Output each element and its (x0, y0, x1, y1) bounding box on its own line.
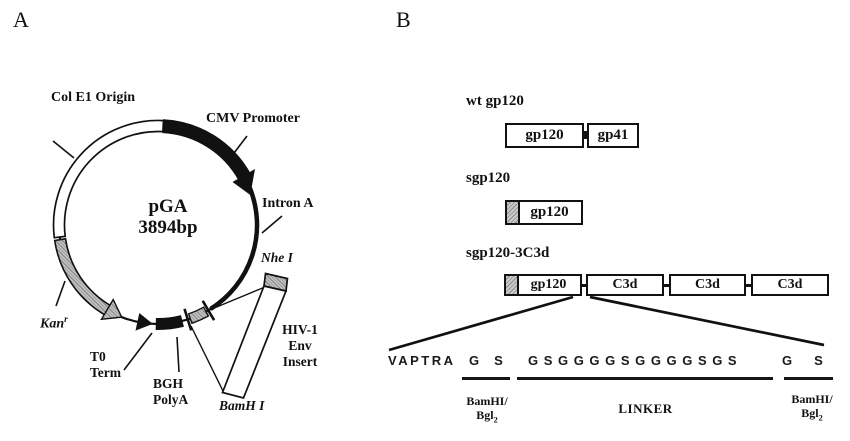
bgh-polya-segment (155, 315, 184, 331)
kan-label-base: Kan (40, 316, 65, 332)
construct-sgp120-3c3d-label: sgp120-3C3d (466, 245, 550, 261)
sgp120-box: gp120 (505, 200, 583, 225)
t0-term-label: T0 Term (90, 349, 121, 380)
bamhi-bgl2-right-label: BamHI/ Bgl2 (791, 392, 833, 423)
kan-label-sup: r (64, 315, 68, 325)
panel-b-letter: B (396, 7, 411, 32)
hiv-env-insert-label: HIV-1 Env Insert (282, 322, 318, 369)
t0-term-pointer (123, 332, 153, 371)
insert-site-segment (187, 306, 210, 325)
kan-band (53, 237, 113, 317)
linker-label: LINKER (618, 401, 673, 416)
env-insert-nhe-cap (263, 272, 289, 293)
insert-site-tick-left (183, 308, 193, 331)
box-connector (664, 283, 669, 287)
col-e1-origin-label: Col E1 Origin (51, 90, 136, 105)
signal-peptide-cap (506, 276, 519, 294)
sequence-flank-left: VAPTRA (388, 353, 456, 368)
bamhi-bgl2-left-label: BamHI/ Bgl2 (466, 394, 508, 425)
c3d-box-1: C3d (586, 274, 664, 296)
kan-arrowhead (100, 298, 123, 321)
wt-gp120-box: gp120 (505, 123, 584, 148)
plasmid-title: pGA 3894bp (108, 196, 228, 239)
col-e1-pointer (52, 140, 75, 159)
signal-peptide-cap (507, 202, 520, 223)
wt-gp41-box: gp41 (587, 123, 639, 148)
bamhi-right-underline (784, 377, 833, 380)
kan-label: Kanr (40, 315, 68, 333)
c3d-box-3: C3d (751, 274, 829, 296)
insert-wedge-line-bottom (190, 325, 224, 392)
kan-pointer (55, 280, 66, 307)
cmv-promoter-label: CMV Promoter (206, 111, 300, 126)
sequence-site-left: GS (469, 353, 518, 368)
nhe1-label: Nhe I (261, 250, 293, 265)
sgp120-3c3d-gp120-box: gp120 (504, 274, 582, 296)
sequence-linker: GSGGGGSGGGGSGS (528, 353, 743, 368)
sequence-wedge-line-right (589, 295, 825, 347)
t0-term-arrow (135, 313, 153, 331)
sequence-site-right: GS (782, 353, 845, 368)
intron-a-arc (209, 187, 260, 311)
intron-a-pointer (261, 215, 283, 234)
gp120-gp41-junction-notch (583, 131, 588, 139)
intron-a-label: Intron A (262, 196, 314, 211)
c3d-box-2: C3d (669, 274, 746, 296)
box-connector (746, 283, 751, 287)
box-connector (582, 283, 586, 287)
panel-a-letter: A (13, 7, 29, 32)
linker-underline (517, 377, 773, 380)
bgh-polya-pointer (176, 336, 180, 373)
construct-wt-gp120-label: wt gp120 (466, 93, 524, 109)
bgh-polya-label: BGH PolyA (153, 376, 189, 407)
bamhi-left-underline (462, 377, 510, 380)
plasmid-name: pGA (148, 196, 188, 217)
construct-sgp120-label: sgp120 (466, 170, 511, 186)
sequence-wedge-line-left (388, 295, 574, 352)
cmv-pointer (230, 135, 248, 158)
insert-wedge-line-top (206, 286, 266, 312)
plasmid-size: 3894bp (138, 217, 198, 239)
bamh1-label: BamH I (219, 398, 265, 413)
